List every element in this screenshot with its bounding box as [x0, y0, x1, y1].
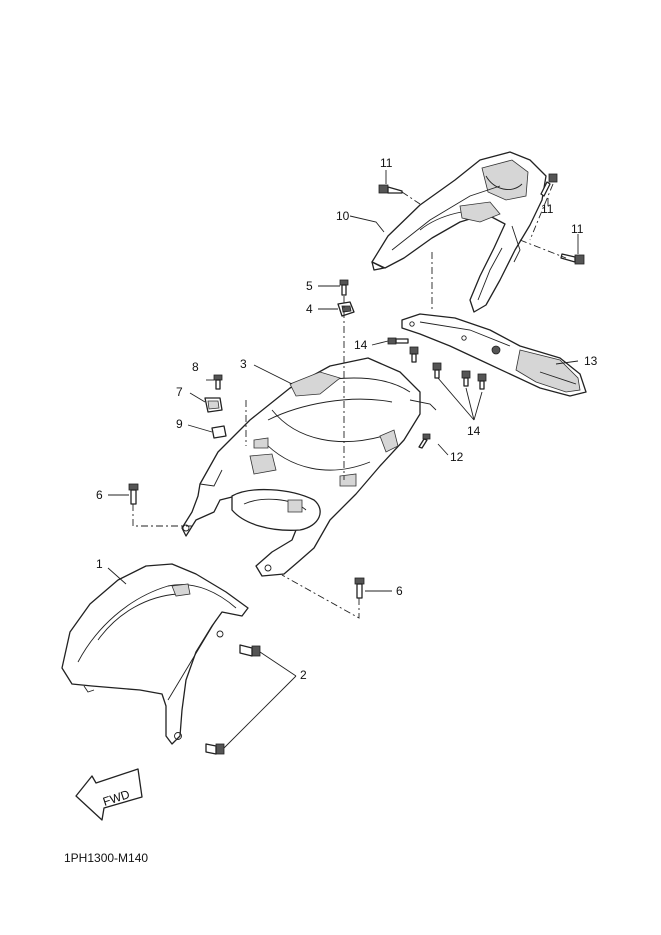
callout-14: 14: [467, 424, 481, 438]
part-5-screw: [339, 279, 349, 296]
part-12-bolt: [418, 433, 431, 449]
diagram-code: 1PH1300-M140: [64, 851, 148, 865]
part-14-screw: [461, 370, 471, 387]
callout-6: 6: [96, 488, 103, 502]
part-1-front-fender: [61, 563, 249, 745]
callout-11: 11: [541, 202, 554, 216]
part-14-screw: [387, 337, 409, 345]
callout-11: 11: [380, 156, 393, 170]
part-11-bolt: [560, 253, 585, 265]
callout-3: 3: [240, 357, 247, 371]
callout-6: 6: [396, 584, 403, 598]
part-8-screw: [213, 374, 223, 390]
alignment-lines: [132, 183, 567, 619]
part-11-bolt: [540, 173, 558, 197]
part-10-tail-cowl: [371, 151, 547, 313]
callout-9: 9: [176, 417, 183, 431]
part-14-screw: [409, 346, 419, 363]
callout-8: 8: [192, 360, 199, 374]
part-3-inner-panel: [181, 357, 437, 577]
callout-11: 11: [571, 222, 584, 236]
part-2-screw: [205, 743, 225, 755]
callout-10: 10: [336, 209, 350, 223]
callout-4: 4: [306, 302, 313, 316]
callout-5: 5: [306, 279, 313, 293]
part-6-bolt: [128, 483, 139, 505]
part-7-clip: [204, 397, 223, 413]
part-13-tail-cover: [401, 313, 587, 397]
leader-lines: [107, 170, 579, 749]
part-6-bolt: [354, 577, 365, 599]
part-14-screw: [432, 362, 442, 379]
forward-direction-arrow: FWD: [75, 768, 143, 821]
callout-2: 2: [300, 668, 307, 682]
part-11-bolt: [378, 184, 403, 194]
callout-12: 12: [450, 450, 464, 464]
part-2-screw: [239, 644, 261, 657]
callout-1: 1: [96, 557, 103, 571]
callout-7: 7: [176, 385, 183, 399]
callout-14: 14: [354, 338, 368, 352]
part-9-nut: [211, 425, 227, 439]
part-14-screw: [477, 373, 487, 390]
part-4-nut: [337, 301, 355, 317]
callout-13: 13: [584, 354, 598, 368]
